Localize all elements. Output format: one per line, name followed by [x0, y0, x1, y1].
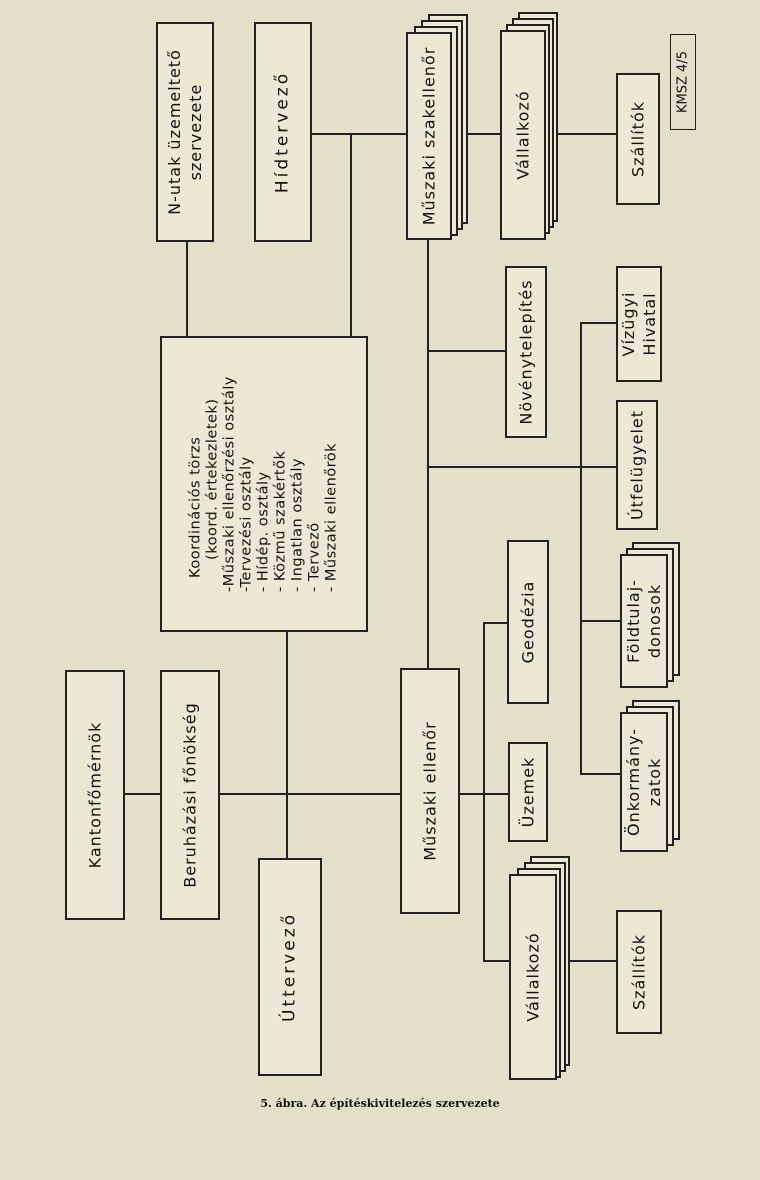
- connector: [427, 238, 429, 670]
- connector: [483, 960, 509, 962]
- szallitok-bottom-box: Szállítók: [616, 910, 662, 1034]
- connector: [350, 133, 352, 338]
- connector: [580, 620, 620, 622]
- vallalkozo-top-box: Vállalkozó: [500, 30, 546, 240]
- connector: [483, 622, 485, 962]
- uttervezo-box: Úttervező: [258, 858, 322, 1076]
- muszaki-szakellenor-box: Műszaki szakellenőr: [406, 32, 452, 240]
- muszaki-ellenor-box: Műszaki ellenőr: [400, 668, 460, 914]
- connector: [460, 793, 508, 795]
- szallitok-top-box: Szállítók: [616, 73, 660, 205]
- connector: [125, 793, 517, 795]
- connector: [580, 322, 618, 324]
- utfelugyelet-box: Útfelügyelet: [616, 400, 658, 530]
- kantonfomernok-box: Kantonfőmérnök: [65, 670, 125, 920]
- connector: [570, 960, 618, 962]
- connector: [312, 133, 408, 135]
- connector: [427, 466, 617, 468]
- document-code: KMSZ 4/5: [670, 34, 696, 130]
- hidtervezo-box: Hídtervező: [254, 22, 312, 242]
- connector: [580, 773, 620, 775]
- connector: [462, 133, 504, 135]
- novenytelepites-box: Növénytelepítés: [505, 266, 547, 438]
- foldtulajdonosok-box: Földtulaj-donosok: [620, 554, 668, 688]
- connector: [286, 632, 288, 860]
- connector: [558, 133, 618, 135]
- geodezia-box: Geodézia: [507, 540, 549, 704]
- beruhazasi-fonokseg-box: Beruházási főnökség: [160, 670, 220, 920]
- uzemek-box: Üzemek: [508, 742, 548, 842]
- connector: [483, 622, 507, 624]
- vallalkozo-bottom-box: Vállalkozó: [509, 874, 557, 1080]
- onkormanyzatok-box: Önkormány-zatok: [620, 712, 668, 852]
- connector: [427, 350, 505, 352]
- figure-caption: 5. ábra. Az építéskivitelezés szervezete: [260, 1097, 500, 1110]
- connector: [186, 242, 188, 338]
- koordinacios-torzs-box: Koordinációs törzs (koord. értekezletek)…: [160, 336, 368, 632]
- connector: [580, 322, 582, 774]
